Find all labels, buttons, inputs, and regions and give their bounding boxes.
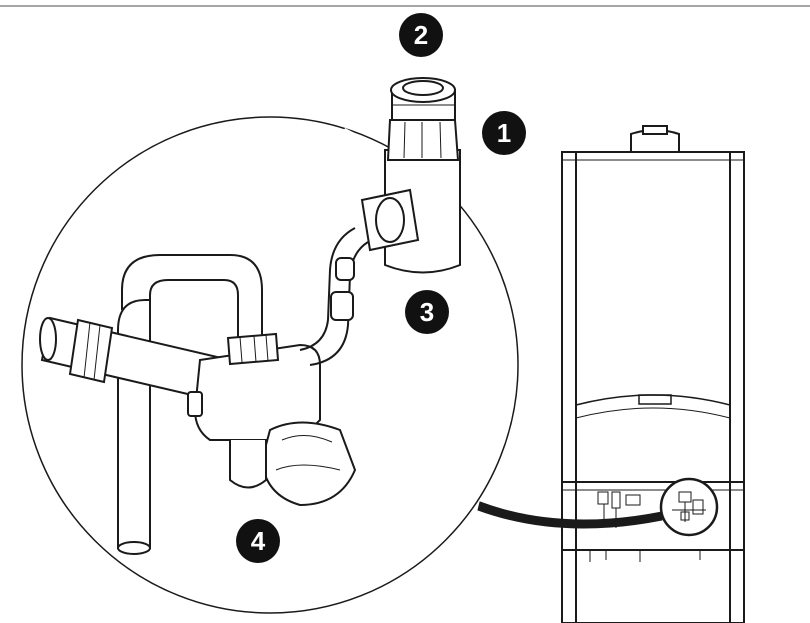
boiler-unit xyxy=(561,125,745,623)
magnified-detail-circle xyxy=(21,116,519,614)
valve-body xyxy=(187,332,357,507)
callout-1-badge xyxy=(482,111,526,155)
u-loop-pipe xyxy=(121,254,263,340)
callout-2: 2 xyxy=(399,13,443,57)
boiler-valve-components xyxy=(589,491,701,562)
main-horizontal-pipe xyxy=(39,316,232,404)
filter-device xyxy=(360,77,461,274)
boiler-logo-badge xyxy=(638,394,672,405)
callout-3: 3 xyxy=(405,290,449,334)
callout-3-label: 3 xyxy=(420,297,434,327)
detail-connector xyxy=(477,501,663,529)
callout-3-badge xyxy=(405,290,449,334)
boiler-casing xyxy=(561,151,745,623)
boiler-flue-cap xyxy=(642,125,668,135)
callout-2-label: 2 xyxy=(414,20,428,50)
callout-1: 1 xyxy=(482,111,526,155)
boiler-detail-circle xyxy=(659,477,719,537)
flexible-hose xyxy=(299,227,369,366)
callout-4-badge xyxy=(236,519,280,563)
callout-4-label: 4 xyxy=(251,526,266,556)
callout-1-label: 1 xyxy=(497,118,511,148)
callout-4: 4 xyxy=(236,519,280,563)
callout-2-badge xyxy=(399,13,443,57)
